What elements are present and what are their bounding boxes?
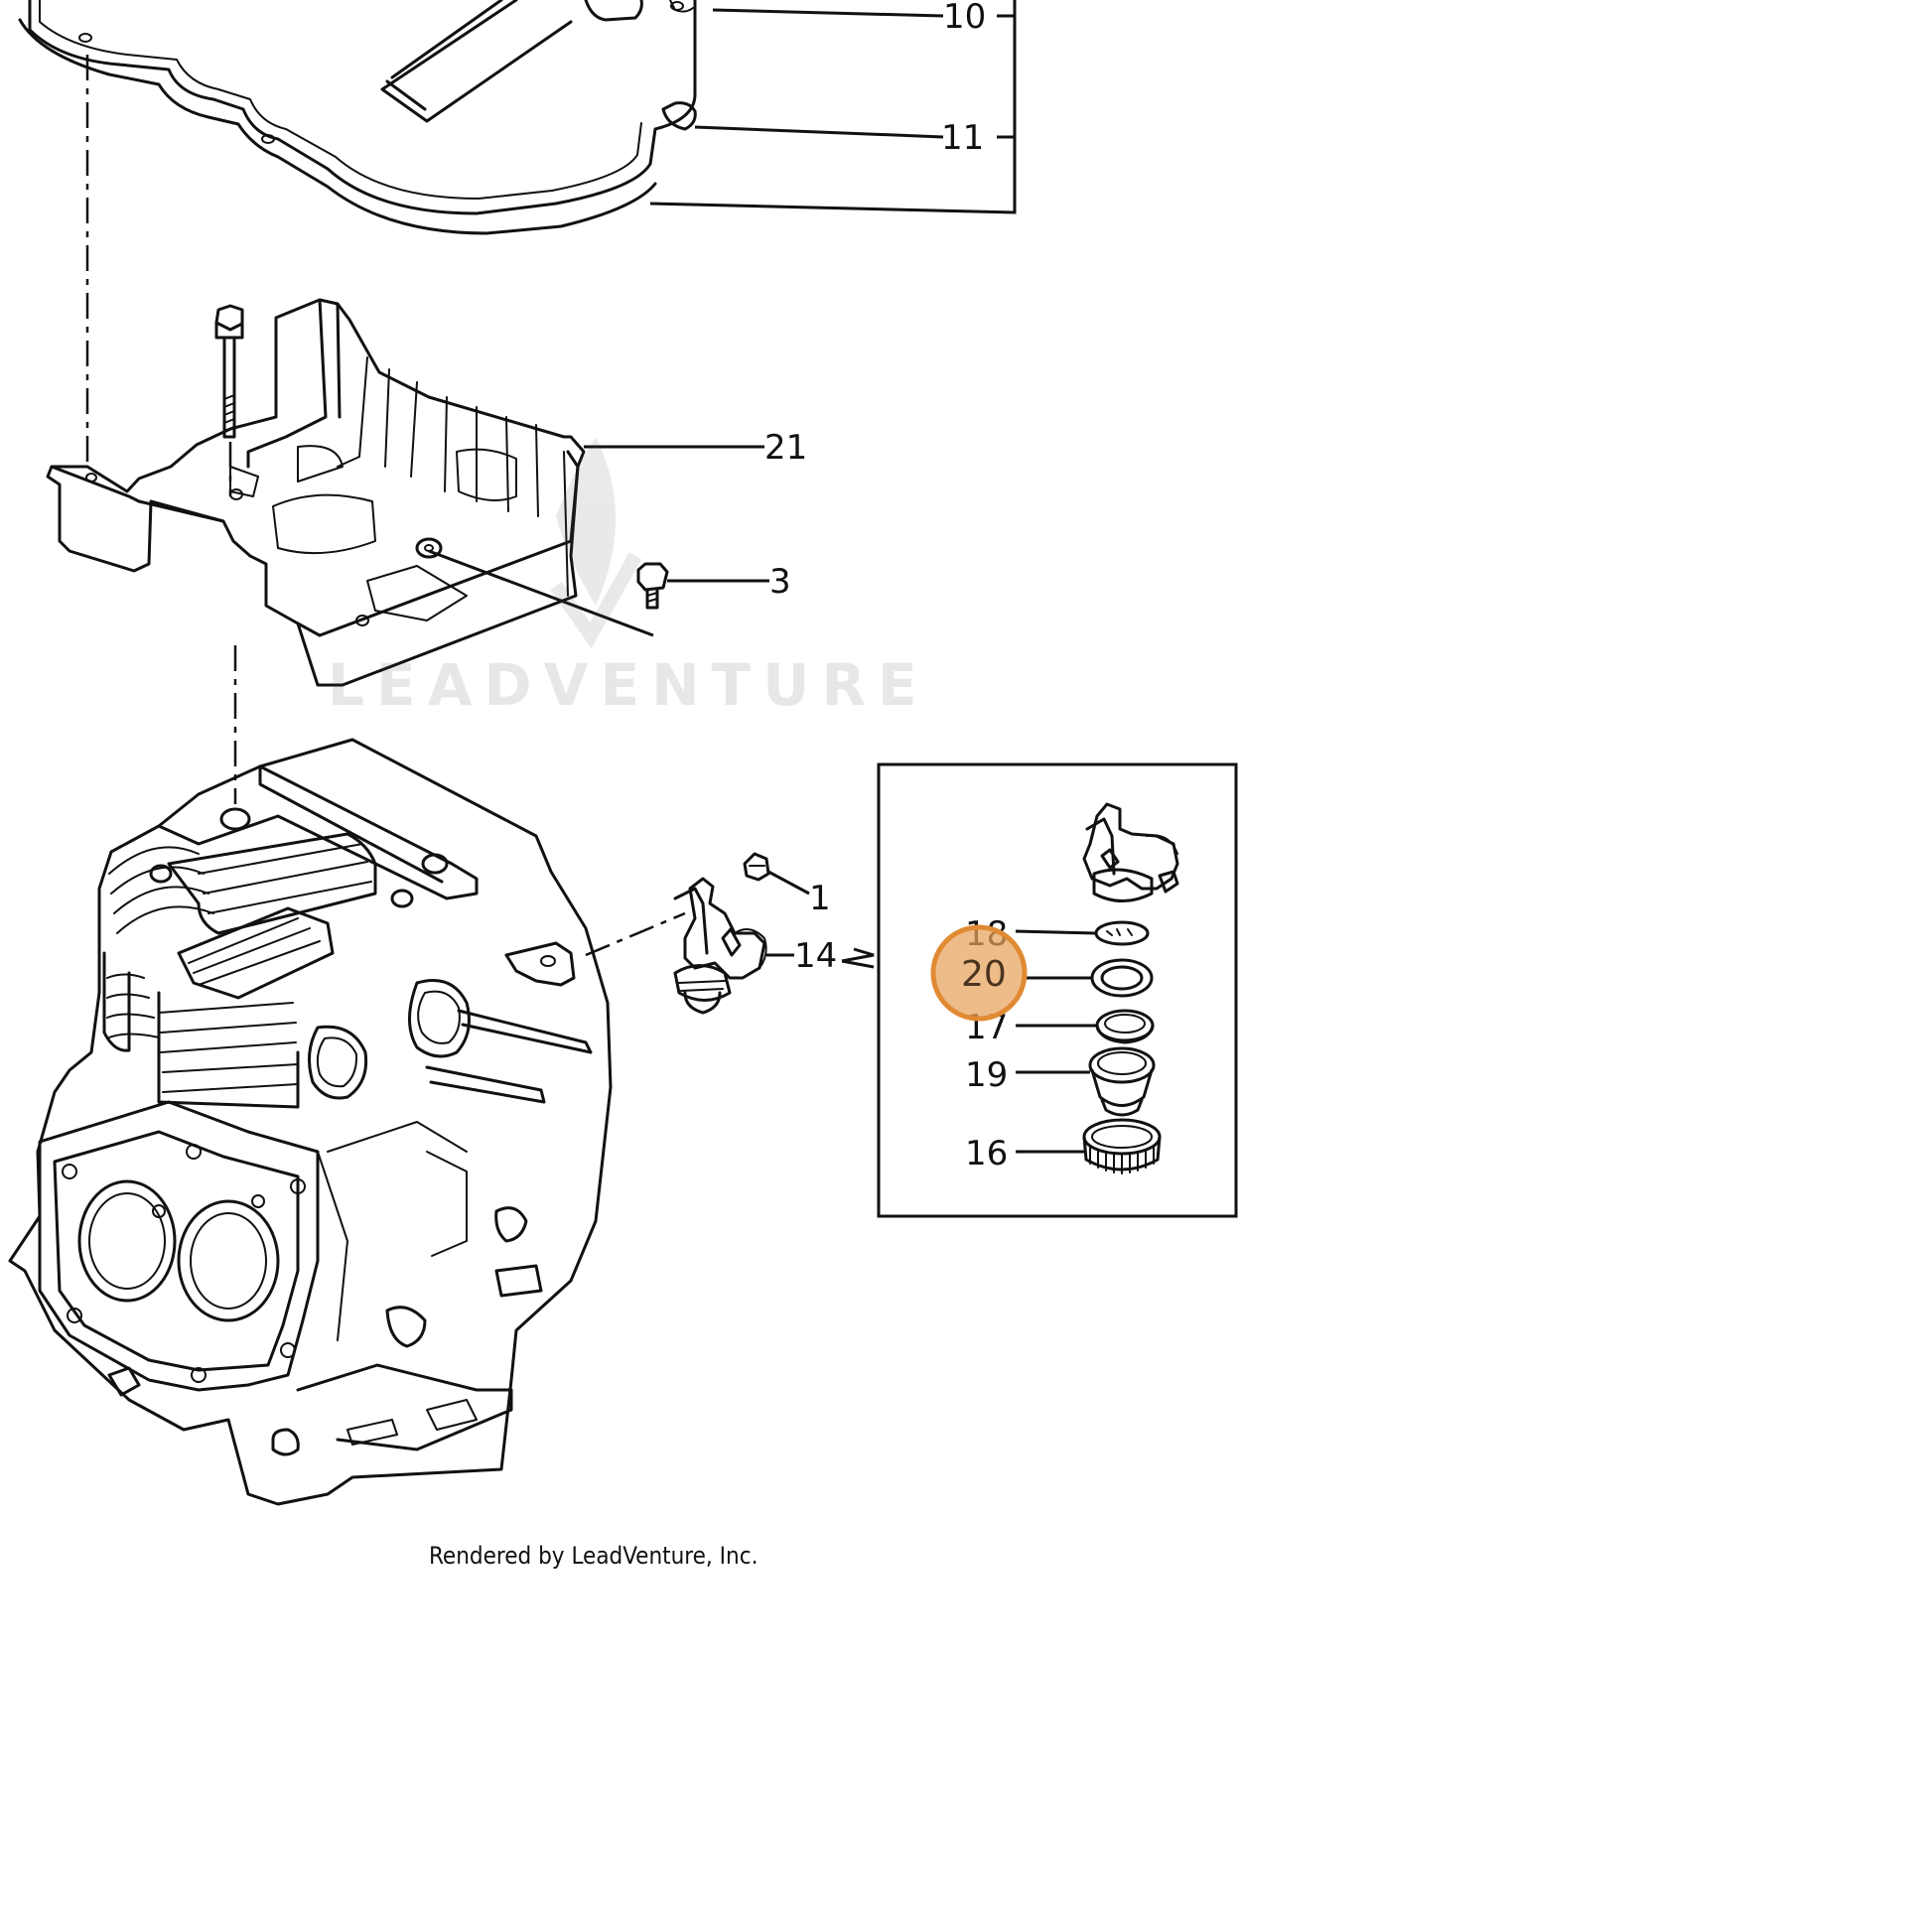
part-16-cup-nut[interactable] bbox=[1082, 1118, 1162, 1174]
callout-20[interactable]: 20 bbox=[961, 954, 1007, 995]
shield-bolt-long[interactable] bbox=[214, 304, 244, 439]
part-19-sediment-cup[interactable] bbox=[1088, 1046, 1156, 1117]
detail-valve-body[interactable] bbox=[1082, 802, 1179, 902]
callout-16[interactable]: 16 bbox=[965, 1134, 1008, 1173]
leader-14-bracket bbox=[841, 947, 875, 969]
callout-19[interactable]: 19 bbox=[965, 1055, 1008, 1095]
leader-18 bbox=[1015, 929, 1097, 935]
callout-21[interactable]: 21 bbox=[764, 428, 807, 468]
fuel-valve[interactable] bbox=[673, 877, 767, 1015]
fuel-tank[interactable] bbox=[18, 0, 697, 235]
small-bolt[interactable] bbox=[636, 562, 669, 610]
leader-3-alignment bbox=[428, 549, 654, 637]
callout-11[interactable]: 11 bbox=[941, 118, 984, 158]
heat-shield[interactable] bbox=[46, 298, 586, 687]
alignment-line-valve bbox=[585, 911, 686, 957]
valve-screw[interactable] bbox=[743, 852, 770, 882]
leader-1 bbox=[767, 870, 810, 896]
callout-14[interactable]: 14 bbox=[794, 936, 837, 976]
part-17-gasket[interactable] bbox=[1095, 1009, 1155, 1044]
credit-text: Rendered by LeadVenture, Inc. bbox=[429, 1542, 758, 1570]
callout-10[interactable]: 10 bbox=[943, 0, 986, 37]
watermark-text: LEADVENTURE bbox=[328, 651, 929, 719]
callout-3[interactable]: 3 bbox=[769, 562, 791, 602]
leader-bracket-10-11 bbox=[649, 0, 1017, 214]
part-18-screen-gasket[interactable] bbox=[1094, 920, 1150, 946]
detail-box bbox=[877, 762, 1238, 1218]
callout-1[interactable]: 1 bbox=[809, 879, 831, 918]
highlight-marker-20 bbox=[930, 924, 1028, 1022]
part-20-o-ring[interactable] bbox=[1090, 958, 1154, 998]
engine-block[interactable] bbox=[8, 738, 613, 1506]
watermark: LEADVENTURE bbox=[328, 437, 929, 719]
